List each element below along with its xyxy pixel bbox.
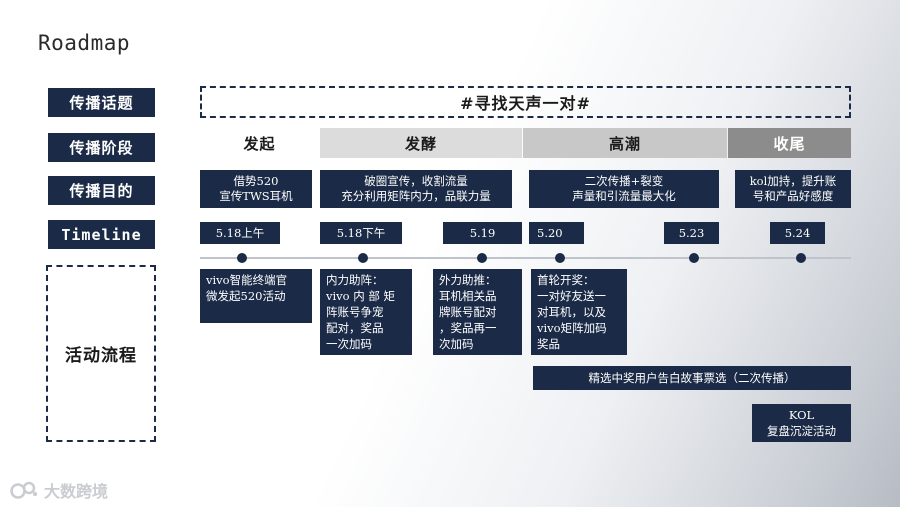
goal-climax: 二次传播+裂变 声量和引流量最大化 bbox=[529, 170, 719, 208]
row-label-goal: 传播目的 bbox=[48, 176, 155, 205]
stage-launch: 发起 bbox=[200, 128, 319, 158]
goal-ferment: 破圈宣传，收割流量 充分利用矩阵内力，品联力量 bbox=[320, 170, 512, 208]
activity-internal-boost: 内力助阵： vivo 内 部 矩 阵账号争宠 配对，奖品 一次加码 bbox=[320, 269, 412, 355]
stage-ferment: 发酵 bbox=[320, 128, 522, 158]
date-518-am: 5.18上午 bbox=[200, 222, 280, 244]
kol-review-box: KOL 复盘沉淀活动 bbox=[752, 404, 851, 442]
page-title: Roadmap bbox=[38, 31, 131, 55]
topic-banner: #寻找天声一对# bbox=[200, 86, 851, 118]
selection-vote-bar: 精选中奖用户告白故事票选（二次传播） bbox=[533, 366, 851, 390]
timeline-dot bbox=[358, 253, 368, 263]
date-519: 5.19 bbox=[443, 222, 522, 244]
date-523: 5.23 bbox=[664, 222, 719, 244]
activity-launch: vivo智能终端官 微发起520活动 bbox=[200, 269, 312, 323]
row-label-topic: 传播话题 bbox=[48, 88, 155, 117]
timeline-dot bbox=[555, 253, 565, 263]
timeline-dot bbox=[477, 253, 487, 263]
date-520: 5.20 bbox=[529, 222, 584, 244]
timeline-dot bbox=[796, 253, 806, 263]
brand-logo-icon bbox=[10, 481, 38, 499]
watermark-text: 大数跨境 bbox=[44, 482, 109, 501]
stage-close: 收尾 bbox=[728, 128, 851, 158]
date-524: 5.24 bbox=[770, 222, 825, 244]
activity-first-draw: 首轮开奖： 一对好友送一 对耳机，以及 vivo矩阵加码 奖品 bbox=[531, 269, 627, 355]
stage-climax: 高潮 bbox=[523, 128, 727, 158]
goal-launch: 借势520 宣传TWS耳机 bbox=[200, 170, 312, 208]
kol-title: KOL bbox=[788, 408, 815, 422]
watermark-logo: 大数跨境 bbox=[10, 478, 108, 502]
kol-subtitle: 复盘沉淀活动 bbox=[767, 424, 836, 438]
row-label-stage: 传播阶段 bbox=[48, 133, 155, 162]
date-518-pm: 5.18下午 bbox=[320, 222, 402, 244]
goal-close: kol加持，提升账 号和产品好感度 bbox=[735, 170, 851, 208]
row-label-flow: 活动流程 bbox=[46, 265, 156, 442]
timeline-line bbox=[200, 257, 851, 259]
timeline-dot bbox=[689, 253, 699, 263]
row-label-timeline: Timeline bbox=[48, 220, 155, 249]
timeline-dot bbox=[237, 253, 247, 263]
activity-external-boost: 外力助推： 耳机相关品 牌账号配对 ，奖品再一 次加码 bbox=[433, 269, 522, 355]
